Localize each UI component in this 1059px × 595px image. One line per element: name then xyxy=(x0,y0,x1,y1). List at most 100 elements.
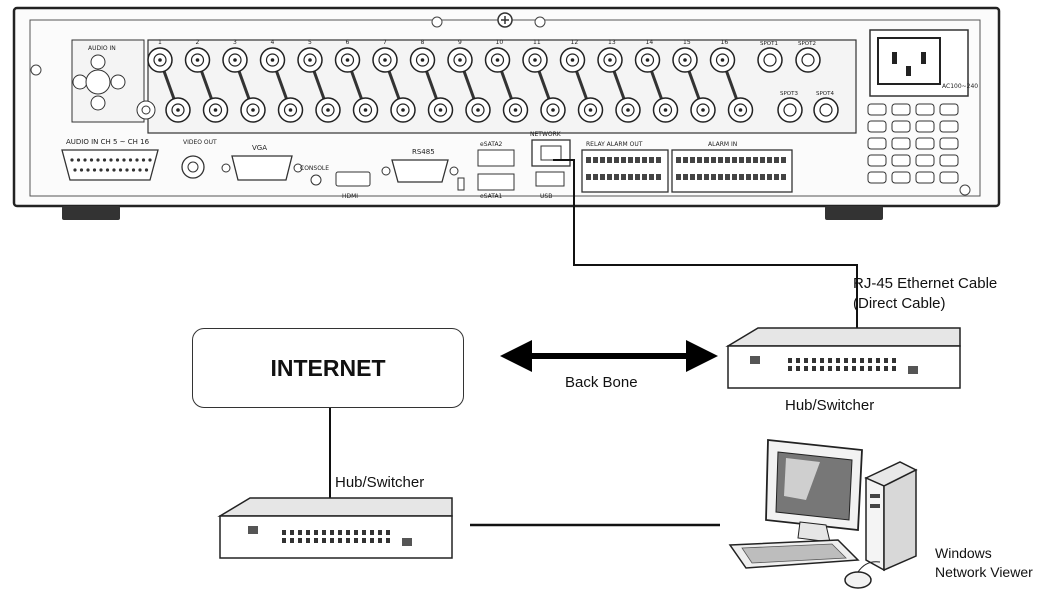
rj45-cable xyxy=(553,159,858,328)
internet-cloud-box: INTERNET xyxy=(192,328,464,408)
bnc-connector xyxy=(297,47,323,73)
bnc-connector xyxy=(709,47,736,73)
bnc-connector xyxy=(597,47,623,73)
channel-number: 12 xyxy=(571,39,579,46)
spot-label: SPOT1 xyxy=(760,41,778,47)
bnc-connector xyxy=(465,97,491,123)
video-out-label: VIDEO OUT xyxy=(183,139,217,146)
audio-in-label: AUDIO IN xyxy=(88,45,116,52)
hub-right-label: Hub/Switcher xyxy=(785,397,875,414)
vent-slot xyxy=(891,103,911,116)
vent-grid xyxy=(867,103,959,184)
bnc-connector xyxy=(334,47,361,73)
lower-connectors: AUDIO IN CH 5 ~ CH 16 VIDEO OUT VGA CONS… xyxy=(61,131,793,200)
channel-number: 2 xyxy=(196,39,200,46)
bnc-connectors xyxy=(147,47,839,123)
monitor-icon xyxy=(765,439,863,543)
bnc-connector xyxy=(447,47,473,73)
vent-slot xyxy=(867,120,887,133)
hub-switcher-right xyxy=(725,327,961,389)
vent-slot xyxy=(939,137,959,150)
esata1-label: eSATA1 xyxy=(480,193,503,200)
bnc-connector xyxy=(652,97,679,123)
spot-connector xyxy=(777,97,803,123)
audio-in-ch-label: AUDIO IN CH 5 ~ CH 16 xyxy=(66,138,150,146)
bnc-connector xyxy=(540,97,566,123)
vent-slot xyxy=(915,103,935,116)
channel-number: 7 xyxy=(383,39,387,46)
bnc-connector xyxy=(147,47,173,73)
bnc-connector xyxy=(352,97,379,123)
bnc-connector xyxy=(615,97,641,123)
channel-number: 8 xyxy=(421,39,425,46)
vent-slot xyxy=(915,137,935,150)
alarm-in-label: ALARM IN xyxy=(708,141,737,148)
dvr-rear-panel: AUDIO IN AC100~240 AUDIO IN CH 5 ~ CH 16 xyxy=(12,6,1001,220)
channel-number: 10 xyxy=(496,39,504,46)
channel-number: 1 xyxy=(158,39,162,46)
bnc-connector xyxy=(522,47,548,73)
bnc-connector xyxy=(690,97,716,123)
bnc-connector xyxy=(672,47,698,73)
bnc-connector xyxy=(240,97,266,123)
vent-slot xyxy=(915,120,935,133)
channel-number: 16 xyxy=(721,39,729,46)
channel-number: 15 xyxy=(683,39,691,46)
bnc-connector xyxy=(315,97,341,123)
bnc-connector xyxy=(202,97,229,123)
mouse-icon xyxy=(844,571,872,589)
audio-connectors: AUDIO IN xyxy=(71,39,156,123)
bnc-connector xyxy=(634,47,661,73)
bnc-connector xyxy=(259,47,286,73)
relay-label: RELAY ALARM OUT xyxy=(586,141,643,148)
bnc-connector xyxy=(372,47,398,73)
pc-label-line2: Network Viewer xyxy=(935,564,1033,580)
bnc-connector xyxy=(184,47,211,73)
vent-slot xyxy=(939,103,959,116)
vent-slot xyxy=(939,120,959,133)
backbone-arrow xyxy=(500,340,718,372)
channel-number: 4 xyxy=(271,39,275,46)
vent-slot xyxy=(915,154,935,167)
channel-number: 3 xyxy=(233,39,237,46)
vent-slot xyxy=(867,137,887,150)
channel-number: 9 xyxy=(458,39,462,46)
spot-label: SPOT2 xyxy=(798,41,816,47)
channel-number: 11 xyxy=(533,39,541,46)
spot-connector xyxy=(757,47,783,73)
bnc-connector xyxy=(727,97,754,123)
bnc-connector xyxy=(484,47,511,73)
power-inlet: AC100~240 xyxy=(869,29,978,97)
backbone-label: Back Bone xyxy=(565,374,638,391)
cable-label: RJ-45 Ethernet Cable (Direct Cable) xyxy=(853,274,997,314)
channel-number: 14 xyxy=(646,39,654,46)
vent-slot xyxy=(867,171,887,184)
bnc-connector xyxy=(390,97,416,123)
spot-connector xyxy=(795,47,821,73)
vent-slot xyxy=(939,154,959,167)
rs485-label: RS485 xyxy=(412,148,435,156)
keyboard-icon xyxy=(728,539,860,569)
vent-slot xyxy=(939,171,959,184)
bnc-connector xyxy=(222,47,248,73)
internet-label: INTERNET xyxy=(270,354,386,381)
vent-slot xyxy=(867,103,887,116)
vent-slot xyxy=(915,171,935,184)
power-label: AC100~240 xyxy=(942,83,978,90)
bnc-connector xyxy=(502,97,529,123)
pc-label: Windows Network Viewer xyxy=(935,544,1033,582)
vga-label: VGA xyxy=(252,144,267,152)
cables xyxy=(329,159,858,527)
tower-icon xyxy=(864,461,918,572)
bnc-connector xyxy=(409,47,436,73)
network-label: NETWORK xyxy=(530,131,562,138)
console-label: CONSOLE xyxy=(300,165,329,172)
pc-label-line1: Windows xyxy=(935,545,992,561)
bnc-connector xyxy=(165,97,191,123)
cable-label-line2: (Direct Cable) xyxy=(853,295,946,312)
channel-number: 5 xyxy=(308,39,312,46)
cable-label-line1: RJ-45 Ethernet Cable xyxy=(853,275,998,292)
hub-switcher-left xyxy=(217,497,453,559)
